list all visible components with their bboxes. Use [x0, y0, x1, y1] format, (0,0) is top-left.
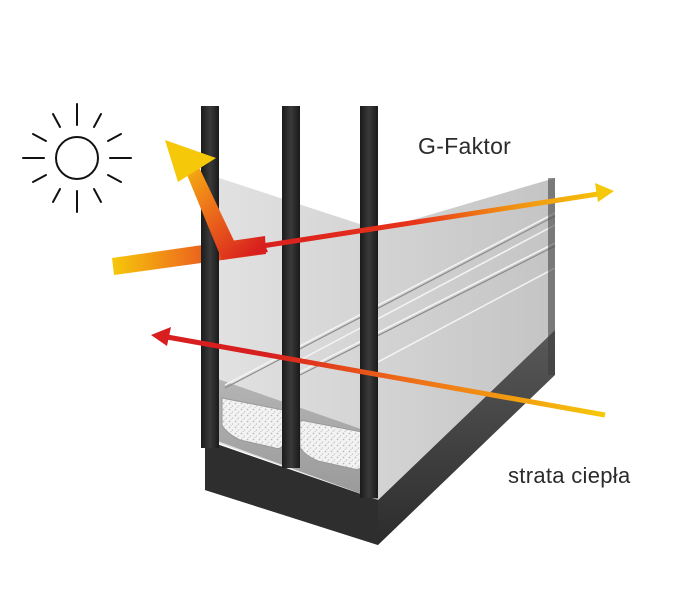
- glass-pane-middle: [282, 106, 300, 468]
- sun-icon: [22, 103, 132, 213]
- solar-reflected-arrow: [165, 140, 268, 260]
- solar-transmitted-arrow: [261, 183, 614, 249]
- glass-panes: [201, 106, 378, 498]
- g-factor-label: G-Faktor: [418, 133, 512, 159]
- glass-pane-inner: [360, 106, 378, 498]
- heat-loss-arrow: [151, 327, 606, 418]
- heat-loss-label: strata ciepła: [508, 463, 631, 488]
- window-unit: [205, 175, 556, 545]
